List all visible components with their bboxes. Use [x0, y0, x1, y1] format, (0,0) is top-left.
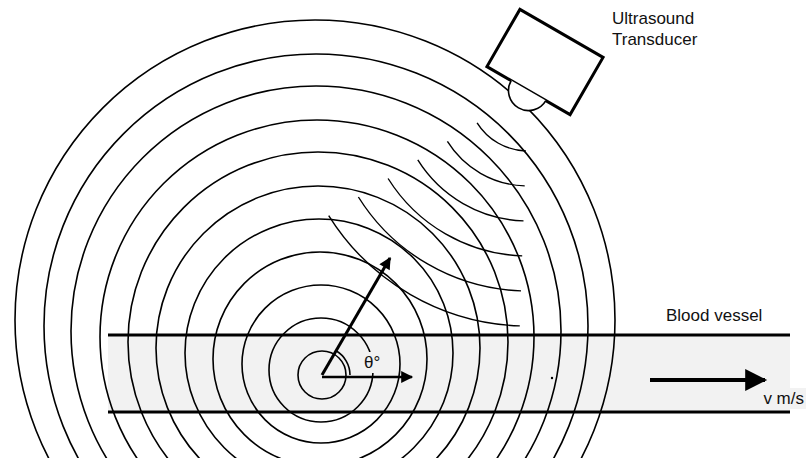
transducer-label: Ultrasound Transducer: [610, 8, 724, 51]
dot: [551, 377, 553, 379]
vessel-lumen: [108, 335, 790, 412]
angle-label: θ°: [362, 352, 382, 373]
vessel-label: Blood vessel: [664, 305, 764, 326]
velocity-label: v m/s: [761, 388, 806, 409]
angle-arc: [336, 351, 350, 375]
flow-direction-arrow: [322, 376, 412, 378]
beam-direction-arrow: [322, 258, 390, 375]
transducer-symbol: [477, 9, 603, 131]
velocity-arrow: [650, 378, 765, 382]
vessel-walls: [108, 335, 790, 412]
beam-arcs: [329, 123, 526, 326]
